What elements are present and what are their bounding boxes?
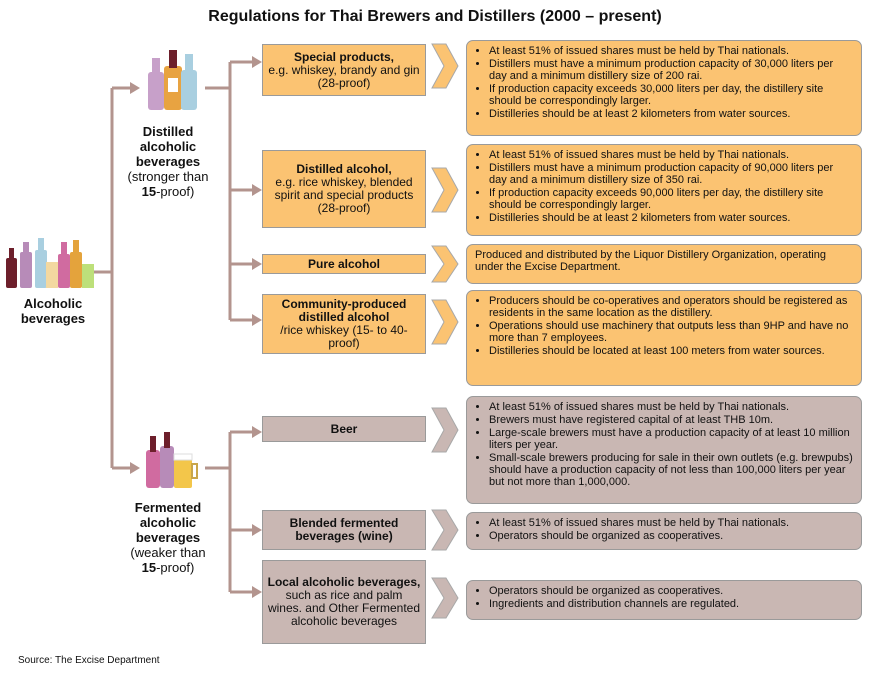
detail-text: Produced and distributed by the Liquor D… <box>475 249 826 273</box>
detail-item: At least 51% of issued shares must be he… <box>489 401 853 413</box>
source-note: Source: The Excise Department <box>18 655 160 666</box>
root-label-line2: beverages <box>20 311 86 326</box>
category-title: Pure alcohol <box>307 256 381 271</box>
fermented-line4: (weaker than <box>130 545 206 560</box>
details-community-produced: Producers should be co-operatives and op… <box>466 290 862 386</box>
root-label: Alcoholic beverages <box>8 296 98 326</box>
distilled-line3: beverages <box>135 154 201 169</box>
detail-item: Ingredients and distribution channels ar… <box>489 598 853 610</box>
distilled-line1: Distilled <box>142 124 194 139</box>
details-blended-fermented: At least 51% of issued shares must be he… <box>466 512 862 550</box>
detail-item: Brewers must have registered capital of … <box>489 414 853 426</box>
page-title: Regulations for Thai Brewers and Distill… <box>208 8 662 25</box>
fermented-line5: 15-proof) <box>112 560 224 575</box>
chevron-icon <box>431 299 459 345</box>
details-distilled-alcohol: At least 51% of issued shares must be he… <box>466 144 862 236</box>
detail-item: Producers should be co-operatives and op… <box>489 295 853 319</box>
spirits-bottles-icon <box>148 50 197 110</box>
category-subtitle: /rice whiskey (15- to 40-proof) <box>280 323 408 350</box>
category-local-alcoholic: Local alcoholic beverages, such as rice … <box>262 560 426 644</box>
category-title: Local alcoholic beverages, <box>267 575 421 589</box>
category-title: Blended fermented beverages (wine) <box>289 516 399 543</box>
fermented-line1: Fermented <box>134 500 202 515</box>
detail-item: At least 51% of issued shares must be he… <box>489 45 853 57</box>
category-pure-alcohol: Pure alcohol <box>262 254 426 274</box>
category-title: Special products, <box>293 49 395 64</box>
distilled-line5: 15-proof) <box>112 184 224 199</box>
detail-item: Distilleries should be at least 2 kilome… <box>489 108 853 120</box>
detail-item: Distillers must have a minimum productio… <box>489 58 853 82</box>
wine-beer-icon <box>146 432 198 488</box>
fermented-proof-number: 15 <box>141 560 157 575</box>
category-distilled-alcohol: Distilled alcohol, e.g. rice whiskey, bl… <box>262 150 426 228</box>
fermented-line3: beverages <box>135 530 201 545</box>
chevron-icon <box>431 245 459 283</box>
detail-item: Distilleries should be located at least … <box>489 345 853 357</box>
fermented-group-label: Fermented alcoholic beverages (weaker th… <box>112 500 224 575</box>
category-subtitle: such as rice and palm wines. and Other F… <box>267 588 421 628</box>
category-title: Distilled alcohol, <box>296 162 392 176</box>
detail-item: If production capacity exceeds 90,000 li… <box>489 187 853 211</box>
chevron-icon <box>431 43 459 89</box>
detail-item: At least 51% of issued shares must be he… <box>489 149 853 161</box>
detail-item: If production capacity exceeds 30,000 li… <box>489 83 853 107</box>
detail-item: Small-scale brewers producing for sale i… <box>489 452 853 488</box>
detail-item: Large-scale brewers must have a producti… <box>489 427 853 451</box>
fermented-line2: alcoholic <box>139 515 197 530</box>
chevron-icon <box>431 167 459 213</box>
root-label-line1: Alcoholic <box>23 296 83 311</box>
bottles-icon <box>6 238 94 288</box>
details-special-products: At least 51% of issued shares must be he… <box>466 40 862 136</box>
fermented-proof-suffix: -proof) <box>156 560 195 575</box>
category-title: Community-produced distilled alcohol <box>281 297 407 324</box>
distilled-group-label: Distilled alcoholic beverages (stronger … <box>112 124 224 199</box>
category-beer: Beer <box>262 416 426 442</box>
detail-item: Distillers must have a minimum productio… <box>489 162 853 186</box>
distilled-proof-number: 15 <box>141 184 157 199</box>
detail-item: Operators should be organized as coopera… <box>489 530 853 542</box>
details-pure-alcohol: Produced and distributed by the Liquor D… <box>466 244 862 284</box>
detail-item: At least 51% of issued shares must be he… <box>489 517 853 529</box>
category-subtitle: e.g. whiskey, brandy and gin (28-proof) <box>268 62 420 90</box>
details-local-alcoholic: Operators should be organized as coopera… <box>466 580 862 620</box>
category-blended-fermented: Blended fermented beverages (wine) <box>262 510 426 550</box>
distilled-proof-suffix: -proof) <box>156 184 195 199</box>
detail-item: Operators should be organized as coopera… <box>489 585 853 597</box>
category-special-products: Special products, e.g. whiskey, brandy a… <box>262 44 426 96</box>
distilled-line4: (stronger than <box>127 169 209 184</box>
category-community-produced: Community-produced distilled alcohol /ri… <box>262 294 426 354</box>
category-subtitle: e.g. rice whiskey, blended spirit and sp… <box>274 175 414 215</box>
chevron-icon <box>431 577 459 619</box>
details-beer: At least 51% of issued shares must be he… <box>466 396 862 504</box>
distilled-line2: alcoholic <box>139 139 197 154</box>
chevron-icon <box>431 509 459 551</box>
detail-item: Operations should use machinery that out… <box>489 320 853 344</box>
detail-item: Distilleries should be at least 2 kilome… <box>489 212 853 224</box>
category-title: Beer <box>330 421 358 436</box>
chevron-icon <box>431 407 459 453</box>
